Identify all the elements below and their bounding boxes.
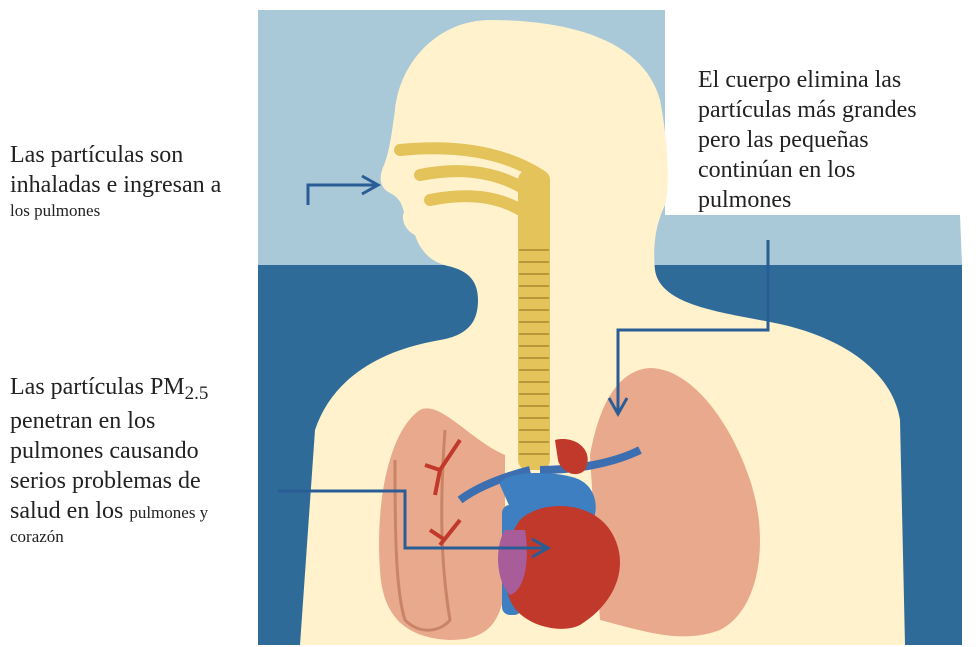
- label-line: El cuerpo elimina las: [698, 65, 976, 95]
- label-line: serios problemas de: [10, 466, 310, 496]
- label-line: los pulmones: [10, 200, 310, 221]
- label-line: inhaladas e ingresan a: [10, 170, 310, 200]
- label-line: pero las pequeñas: [698, 125, 976, 155]
- label-line: salud en los pulmones y: [10, 496, 310, 526]
- label-body-removes-particles: El cuerpo elimina las partículas más gra…: [698, 65, 976, 215]
- label-line: corazón: [10, 526, 310, 547]
- label-line: pulmones causando: [10, 436, 310, 466]
- label-line: penetran en los: [10, 406, 310, 436]
- pm-subscript: 2.5: [185, 383, 209, 404]
- label-pm25-particles: Las partículas PM2.5 penetran en los pul…: [10, 372, 310, 547]
- label-line: partículas más grandes: [698, 95, 976, 125]
- label-line: pulmones: [698, 185, 976, 215]
- label-line: continúan en los: [698, 155, 976, 185]
- label-text-small: pulmones y: [129, 503, 208, 522]
- label-text: salud en los: [10, 498, 129, 524]
- label-line: Las partículas son: [10, 140, 310, 170]
- trachea: [518, 170, 550, 470]
- label-text: Las partículas PM: [10, 374, 185, 400]
- label-line: Las partículas PM2.5: [10, 372, 310, 406]
- label-inhaled-particles: Las partículas son inhaladas e ingresan …: [10, 140, 310, 221]
